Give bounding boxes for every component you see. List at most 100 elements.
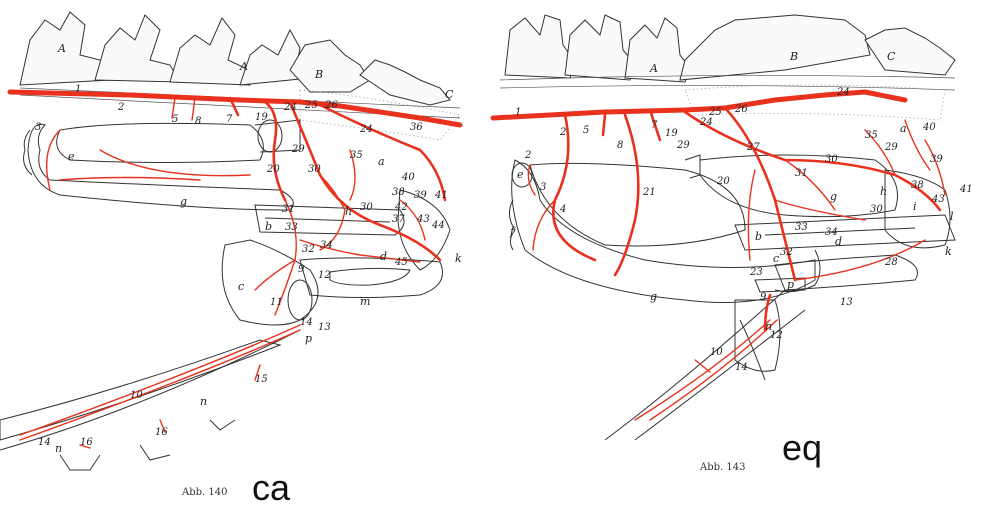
svg-text:c: c <box>238 280 244 293</box>
svg-text:14: 14 <box>38 437 51 448</box>
figure-ca: A A B C a b c d e g h k m n n p 1 2 3 5 <box>0 0 480 512</box>
svg-text:p: p <box>787 278 794 291</box>
svg-text:k: k <box>945 245 952 258</box>
svg-text:39: 39 <box>930 154 943 165</box>
svg-text:m: m <box>360 295 370 308</box>
svg-text:12: 12 <box>770 330 783 341</box>
svg-text:A: A <box>239 60 248 73</box>
svg-text:A: A <box>57 42 66 55</box>
svg-text:25: 25 <box>304 100 318 111</box>
svg-text:33: 33 <box>795 222 808 233</box>
svg-text:l: l <box>950 210 954 223</box>
svg-text:14: 14 <box>300 317 313 328</box>
svg-text:2: 2 <box>524 150 531 161</box>
svg-text:C: C <box>445 88 454 101</box>
anatomy-drawing-eq: A B C a b c d e f g g h i k l n p 1 2 5 <box>485 0 1000 512</box>
svg-text:30: 30 <box>360 202 373 213</box>
svg-text:8: 8 <box>195 116 201 127</box>
svg-text:20: 20 <box>716 176 730 187</box>
svg-text:i: i <box>913 200 917 213</box>
svg-text:a: a <box>378 155 385 168</box>
svg-text:43: 43 <box>931 194 945 205</box>
svg-text:30: 30 <box>825 154 838 165</box>
svg-text:p: p <box>305 332 312 345</box>
svg-text:3: 3 <box>540 182 546 193</box>
anatomy-drawing-ca: A A B C a b c d e g h k m n n p 1 2 3 5 <box>0 0 480 512</box>
svg-text:c: c <box>773 252 779 265</box>
svg-text:3: 3 <box>35 122 41 133</box>
svg-text:38: 38 <box>911 180 924 191</box>
svg-text:e: e <box>517 168 524 181</box>
svg-text:23: 23 <box>749 267 763 278</box>
muscle-area-dotted <box>685 85 945 120</box>
svg-text:n: n <box>55 442 62 455</box>
svg-text:8: 8 <box>617 140 623 151</box>
svg-text:13: 13 <box>318 322 331 333</box>
svg-text:13: 13 <box>840 297 853 308</box>
svg-text:14: 14 <box>735 362 748 373</box>
svg-text:26: 26 <box>734 104 748 115</box>
svg-text:h: h <box>345 205 352 218</box>
svg-text:B: B <box>314 68 323 81</box>
svg-text:19: 19 <box>665 128 678 139</box>
svg-text:1: 1 <box>75 84 81 95</box>
svg-text:k: k <box>455 252 462 265</box>
svg-text:32: 32 <box>780 247 793 258</box>
svg-text:n: n <box>200 395 207 408</box>
species-label-ca: ca <box>252 470 290 506</box>
svg-text:9: 9 <box>760 292 767 303</box>
caption-abb-140: Abb. 140 <box>181 487 227 498</box>
svg-text:10: 10 <box>710 347 723 358</box>
svg-text:24: 24 <box>836 87 850 98</box>
svg-text:g: g <box>650 290 657 303</box>
svg-text:42: 42 <box>394 202 408 213</box>
svg-text:24: 24 <box>283 102 297 113</box>
svg-text:25: 25 <box>708 107 722 118</box>
svg-text:31: 31 <box>282 204 295 215</box>
svg-text:24: 24 <box>699 117 713 128</box>
svg-text:33: 33 <box>285 222 298 233</box>
svg-text:g: g <box>830 190 837 203</box>
svg-text:36: 36 <box>410 122 423 133</box>
svg-text:15: 15 <box>255 374 268 385</box>
svg-text:19: 19 <box>255 112 268 123</box>
svg-text:9: 9 <box>298 264 305 275</box>
svg-text:40: 40 <box>401 172 415 183</box>
arteries-ca <box>10 92 460 448</box>
svg-text:10: 10 <box>130 390 143 401</box>
svg-text:34: 34 <box>320 240 333 251</box>
svg-text:29: 29 <box>676 140 690 151</box>
svg-text:5: 5 <box>583 125 589 136</box>
svg-text:29: 29 <box>291 144 305 155</box>
svg-text:24: 24 <box>359 124 373 135</box>
caption-abb-143: Abb. 143 <box>699 462 745 473</box>
svg-text:16: 16 <box>80 437 93 448</box>
svg-text:b: b <box>265 220 272 233</box>
svg-text:37: 37 <box>392 214 405 225</box>
svg-text:h: h <box>880 185 887 198</box>
svg-text:a: a <box>900 122 907 135</box>
svg-text:35: 35 <box>865 130 878 141</box>
svg-text:29: 29 <box>884 142 898 153</box>
svg-text:b: b <box>755 230 762 243</box>
svg-text:2: 2 <box>559 127 566 138</box>
svg-text:A: A <box>649 62 658 75</box>
figure-eq: A B C a b c d e f g g h i k l n p 1 2 5 <box>485 0 1000 512</box>
svg-text:27: 27 <box>746 142 760 153</box>
svg-text:32: 32 <box>302 244 315 255</box>
svg-text:1: 1 <box>515 107 521 118</box>
svg-text:26: 26 <box>324 100 338 111</box>
species-label-eq: eq <box>782 430 822 466</box>
svg-text:B: B <box>789 50 798 63</box>
svg-text:44: 44 <box>431 220 445 231</box>
svg-text:35: 35 <box>350 150 363 161</box>
svg-text:7: 7 <box>226 114 233 125</box>
svg-text:C: C <box>887 50 896 63</box>
svg-text:41: 41 <box>434 190 448 201</box>
svg-text:2: 2 <box>117 102 124 113</box>
svg-text:41: 41 <box>959 184 973 195</box>
svg-text:21: 21 <box>642 187 656 198</box>
svg-text:40: 40 <box>922 122 936 133</box>
svg-text:12: 12 <box>318 270 331 281</box>
